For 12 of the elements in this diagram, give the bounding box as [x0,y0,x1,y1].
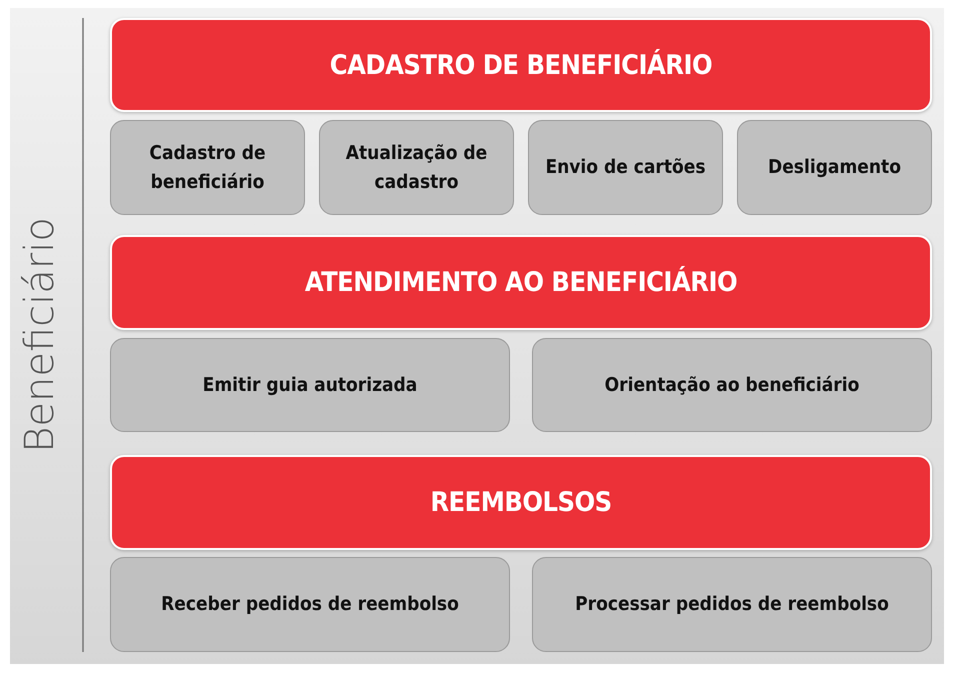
process-box: Processar pedidos de reembolso [532,557,932,652]
process-box: Desligamento [737,120,932,215]
process-box: Atualização de cadastro [319,120,514,215]
process-box: Envio de cartões [528,120,723,215]
section-header-bar: ATENDIMENTO AO BENEFICIÁRIO [110,235,932,330]
process-box: Receber pedidos de reembolso [110,557,510,652]
side-label: Beneficiário [17,217,63,453]
section-header-bar: CADASTRO DE BENEFICIÁRIO [110,18,932,112]
section-header-bar: REEMBOLSOS [110,455,932,550]
process-box: Emitir guia autorizada [110,338,510,432]
process-box: Cadastro de beneficiário [110,120,305,215]
process-box: Orientação ao beneficiário [532,338,932,432]
